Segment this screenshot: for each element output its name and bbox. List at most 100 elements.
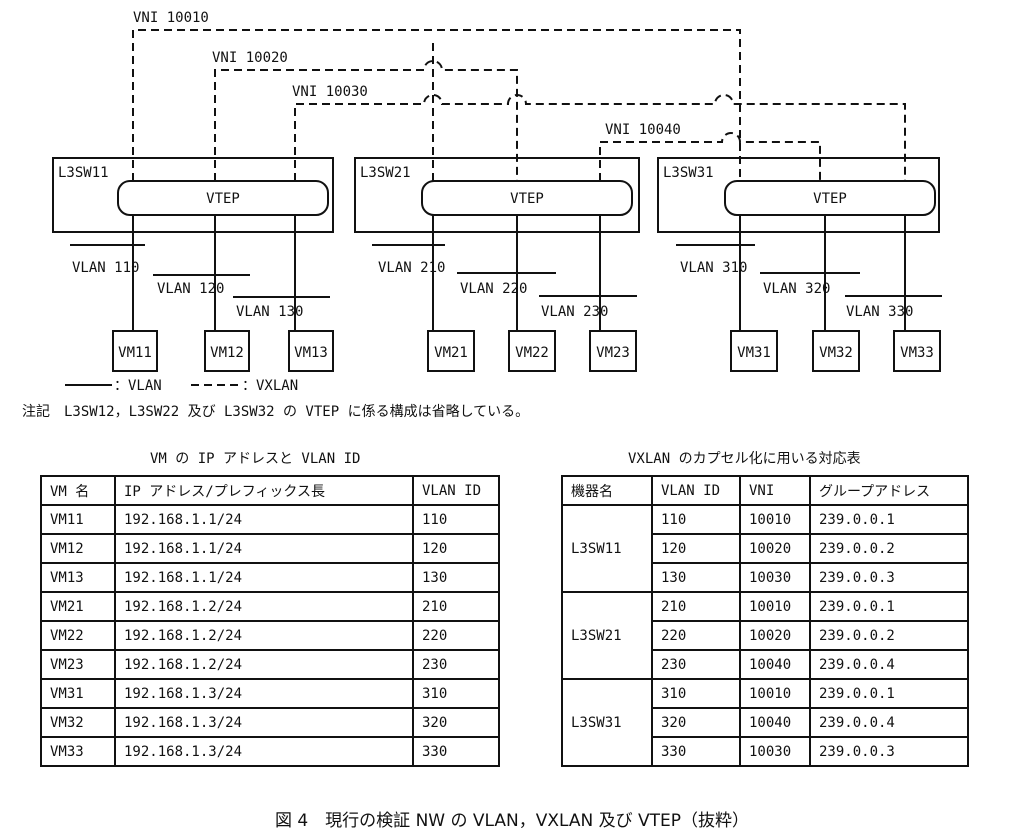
table-cell: 10040 [739, 707, 811, 738]
vtep-label: VTEP [813, 191, 847, 207]
table-cell: 192.168.1.1/24 [114, 533, 414, 564]
vlan-label: VLAN 220 [460, 281, 527, 297]
table-cell: 310 [651, 678, 741, 709]
table-cell: 239.0.0.3 [809, 562, 969, 593]
table-cell: 330 [651, 736, 741, 767]
column-header: VNI [739, 475, 811, 506]
table-cell: 10010 [739, 504, 811, 535]
vlan-label: VLAN 210 [378, 260, 445, 276]
table-cell: 220 [651, 620, 741, 651]
table-cell: 130 [651, 562, 741, 593]
vlan-label: VLAN 120 [157, 281, 224, 297]
table-cell: 192.168.1.3/24 [114, 678, 414, 709]
table-cell: 192.168.1.2/24 [114, 649, 414, 680]
vlan-label: VLAN 310 [680, 260, 747, 276]
table-cell: 110 [651, 504, 741, 535]
table-cell: 10020 [739, 533, 811, 564]
vtep-box-l3sw21 [421, 180, 633, 216]
vm-table-title: VM の IP アドレスと VLAN ID [150, 451, 361, 467]
table-cell: VM11 [40, 504, 116, 535]
vlan-label: VLAN 330 [846, 304, 913, 320]
switch-name: L3SW21 [360, 165, 411, 181]
vm-box [288, 330, 334, 372]
vtep-label: VTEP [510, 191, 544, 207]
table-cell: 10020 [739, 620, 811, 651]
table-cell: 10010 [739, 678, 811, 709]
column-header: VM 名 [40, 475, 116, 506]
table-cell: 239.0.0.3 [809, 736, 969, 767]
switch-name: L3SW31 [663, 165, 714, 181]
vlan-label: VLAN 320 [763, 281, 830, 297]
column-header: IP アドレス/プレフィックス長 [114, 475, 414, 506]
table-cell: VM21 [40, 591, 116, 622]
table-cell: VM13 [40, 562, 116, 593]
vm-box [589, 330, 637, 372]
vlan-label: VLAN 230 [541, 304, 608, 320]
vxlan-tunnels [65, 29, 906, 386]
table-cell: 310 [412, 678, 500, 709]
switch-box-l3sw31 [657, 157, 940, 233]
table-cell: 120 [412, 533, 500, 564]
vm-label: VM13 [294, 345, 328, 361]
table-cell: VM22 [40, 620, 116, 651]
vm-label: VM32 [819, 345, 853, 361]
table-cell: 320 [412, 707, 500, 738]
vni-label: VNI 10020 [212, 50, 288, 66]
vni-label: VNI 10040 [605, 122, 681, 138]
vm-box [812, 330, 860, 372]
vlan-links [65, 215, 942, 386]
vm-label: VM11 [118, 345, 152, 361]
vtep-label: VTEP [206, 191, 240, 207]
column-header: グループアドレス [809, 475, 969, 506]
table-cell: 230 [412, 649, 500, 680]
switch-name: L3SW11 [58, 165, 109, 181]
vni-label: VNI 10030 [292, 84, 368, 100]
table-cell: VM12 [40, 533, 116, 564]
table-cell: 330 [412, 736, 500, 767]
legend-vxlan-label: ：VXLAN [242, 378, 298, 394]
table-cell: VM31 [40, 678, 116, 709]
vm-box [508, 330, 556, 372]
vlan-label: VLAN 110 [72, 260, 139, 276]
table-cell: 192.168.1.1/24 [114, 562, 414, 593]
column-header: VLAN ID [651, 475, 741, 506]
table-cell: VM33 [40, 736, 116, 767]
network-diagram: VNI 10010 VNI 10020 VNI 10030 VNI 10040 … [52, 10, 942, 394]
table-cell: VM32 [40, 707, 116, 738]
table-cell: 239.0.0.2 [809, 533, 969, 564]
switch-box-l3sw11 [52, 157, 334, 233]
vm-label: VM21 [434, 345, 468, 361]
vm-label: VM33 [900, 345, 934, 361]
table-cell: 192.168.1.3/24 [114, 736, 414, 767]
vm-label: VM22 [515, 345, 549, 361]
table-cell: 192.168.1.3/24 [114, 707, 414, 738]
vlan-label: VLAN 130 [236, 304, 303, 320]
table-cell: 239.0.0.1 [809, 591, 969, 622]
table-cell: 10010 [739, 591, 811, 622]
table-cell: 239.0.0.4 [809, 649, 969, 680]
vm-box [730, 330, 778, 372]
table-cell: 192.168.1.1/24 [114, 504, 414, 535]
table-cell: 210 [651, 591, 741, 622]
column-header: VLAN ID [412, 475, 500, 506]
table-cell: 10040 [739, 649, 811, 680]
table-cell: 239.0.0.1 [809, 678, 969, 709]
vtep-box-l3sw31 [724, 180, 936, 216]
device-cell: L3SW21 [561, 591, 653, 680]
